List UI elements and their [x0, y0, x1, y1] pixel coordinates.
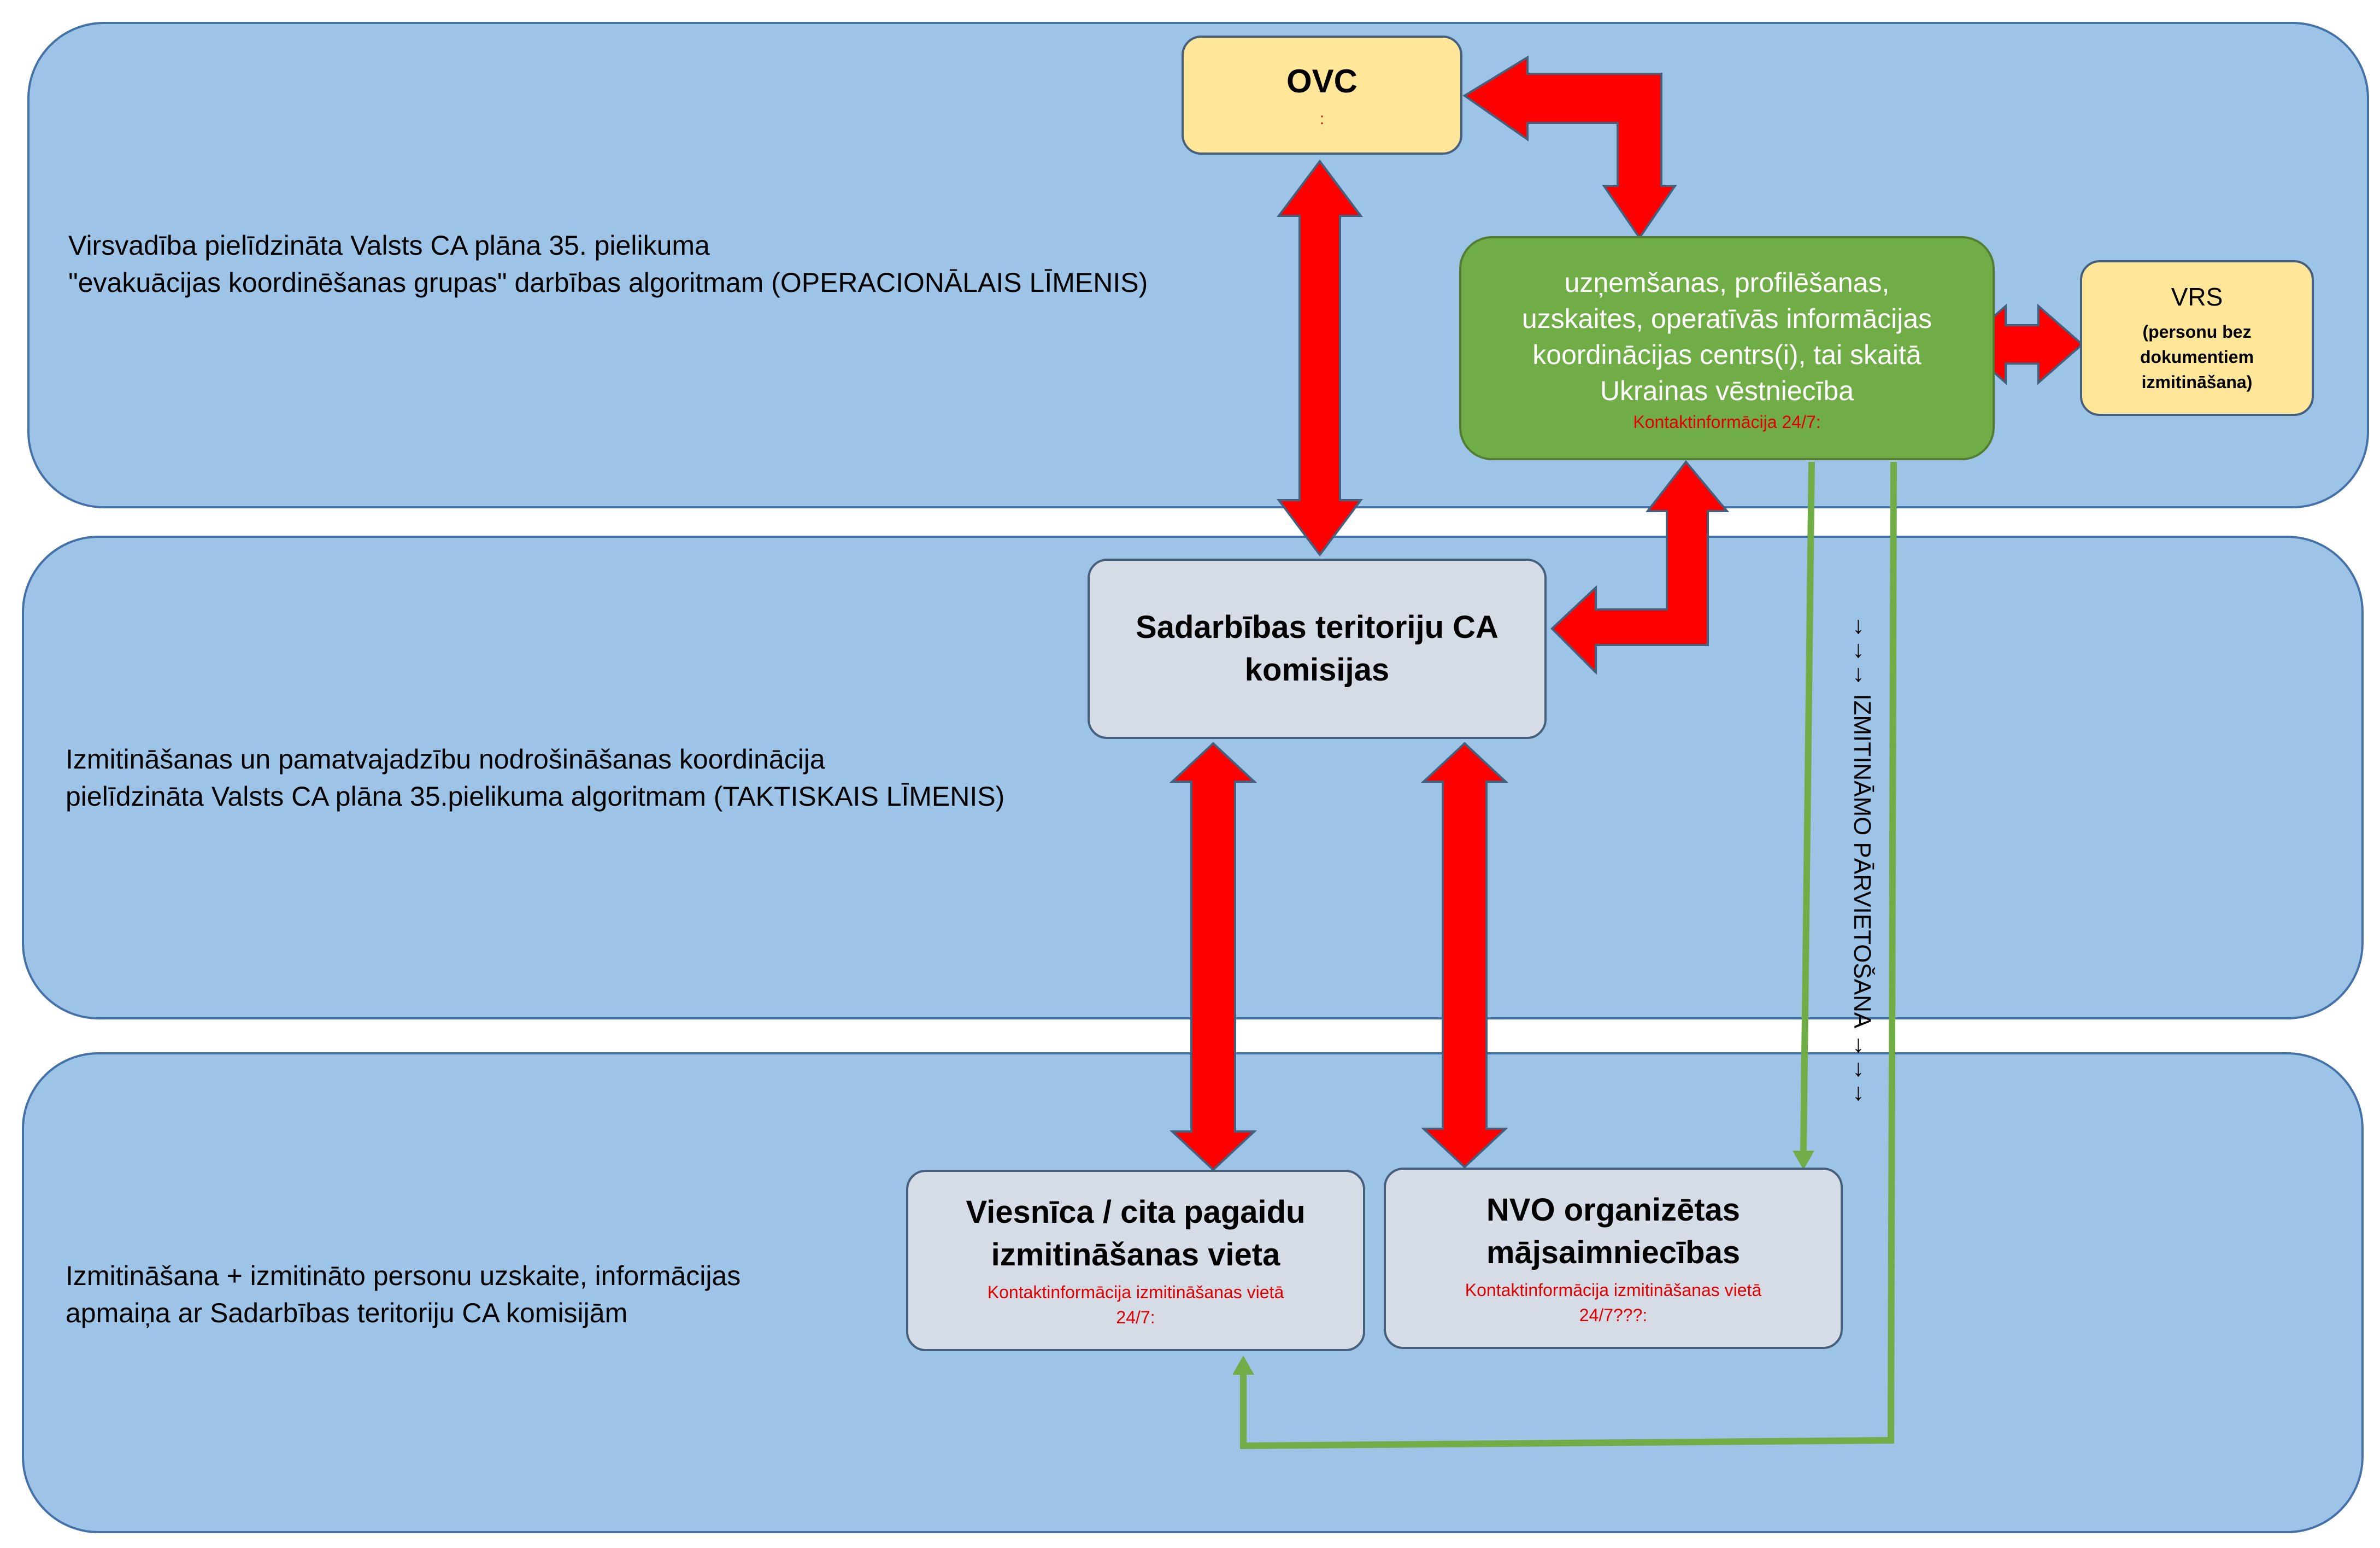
reception-center-contact: Kontaktinformācija 24/7:: [1633, 412, 1821, 432]
flow-line-to-ngo: [1800, 461, 1815, 1151]
relocation-flow-lines: [1232, 461, 1897, 1450]
ngo-node: NVO organizētas mājsaimniecības Kontakti…: [1384, 1168, 1843, 1349]
ovc-contact: :: [1319, 109, 1325, 128]
vrs-subtitle: (personu bez dokumentiem izmitināšana): [2140, 321, 2254, 392]
reception-center-node: uzņemšanas, profilēšanas, uzskaites, ope…: [1459, 236, 1995, 460]
arrow-commissions-hotel: [1169, 742, 1257, 1171]
vrs-node: VRS (personu bez dokumentiem izmitināšan…: [2080, 260, 2314, 416]
ovc-node: OVC :: [1182, 36, 1462, 155]
vrs-title: VRS: [2171, 282, 2223, 311]
ovc-title: OVC: [1286, 62, 1358, 99]
arrow-commissions-ngo: [1420, 742, 1509, 1169]
arrow-ovc-commissions: [1277, 159, 1363, 557]
flow-line-to-hotel: [1240, 461, 1897, 1450]
ngo-title: NVO organizētas mājsaimniecības: [1486, 1192, 1741, 1270]
relocation-label: →→→ IZMITINĀMO PĀRVIETOŠANA →→→: [1849, 615, 1876, 1106]
local-level-label: Izmitināšana + izmitināto personu uzskai…: [66, 1260, 741, 1328]
ngo-contact: Kontaktinformācija izmitināšanas vietā 2…: [1465, 1280, 1762, 1325]
arrow-center-commissions: [1550, 460, 1730, 675]
tactical-level-label: Izmitināšanas un pamatvajadzību nodrošin…: [66, 744, 1005, 812]
commissions-title: Sadarbības teritoriju CA komisijas: [1136, 609, 1498, 688]
flow-arrowhead-ngo: [1793, 1151, 1814, 1170]
reception-center-title: uzņemšanas, profilēšanas, uzskaites, ope…: [1521, 267, 1932, 406]
hotel-title: Viesnīca / cita pagaidu izmitināšanas vi…: [966, 1194, 1306, 1273]
arrow-ovc-center: [1462, 55, 1677, 240]
commissions-node: Sadarbības teritoriju CA komisijas: [1088, 559, 1547, 739]
flow-arrowhead-hotel: [1232, 1356, 1254, 1375]
operational-level-label: Virsvadība pielīdzināta Valsts CA plāna …: [68, 230, 1148, 298]
hotel-node: Viesnīca / cita pagaidu izmitināšanas vi…: [906, 1170, 1365, 1351]
hotel-contact: Kontaktinformācija izmitināšanas vietā 2…: [987, 1282, 1284, 1327]
